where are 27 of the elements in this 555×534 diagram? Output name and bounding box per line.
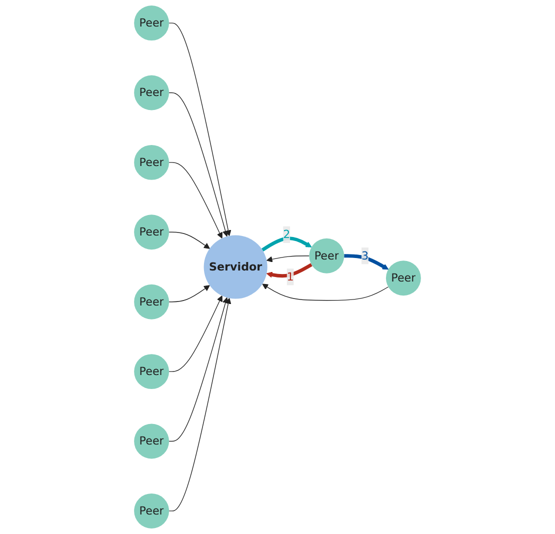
edge-label: 2 xyxy=(283,228,290,241)
edge-label: 1 xyxy=(286,270,294,284)
node-circle: Peer xyxy=(134,354,170,390)
node-circle: Peer xyxy=(386,260,421,296)
arrow xyxy=(168,22,232,236)
arrow xyxy=(168,92,228,237)
arrow xyxy=(266,263,312,278)
arrow xyxy=(168,232,210,249)
arrow xyxy=(168,298,232,512)
edge-label: 3 xyxy=(362,248,369,262)
node-circle: Peer xyxy=(134,75,170,110)
arrow xyxy=(262,236,312,252)
arrow xyxy=(262,284,389,301)
node-circle: Peer xyxy=(134,284,170,320)
node-circle: Peer xyxy=(134,6,170,41)
arrow xyxy=(266,256,310,262)
arrow xyxy=(168,162,222,239)
arrow xyxy=(168,285,210,302)
arrow xyxy=(168,295,222,372)
arrow xyxy=(344,254,389,270)
node-circle: Peer xyxy=(309,238,344,274)
node-circle: Peer xyxy=(134,214,170,250)
node-circle: Peer xyxy=(134,493,170,528)
arrow xyxy=(168,297,228,442)
node-circle: Servidor xyxy=(204,235,268,299)
node-circle: Peer xyxy=(134,424,170,459)
node-circle: Peer xyxy=(134,144,170,180)
